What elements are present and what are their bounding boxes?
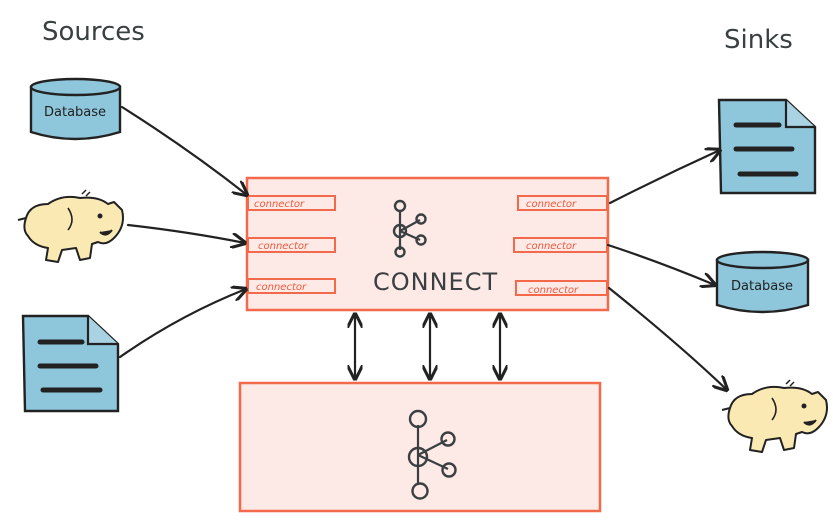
arrow-db-to-connect — [120, 105, 247, 195]
sink-hadoop-elephant-icon — [721, 379, 828, 453]
source-document-icon — [21, 314, 120, 413]
arrow-connect-to-hadoop — [607, 286, 727, 390]
sink-connector-1 — [517, 195, 608, 211]
kafka-cluster-icon — [407, 409, 457, 500]
arrow-doc-to-connect — [118, 289, 246, 359]
connect-title: CONNECT — [373, 268, 498, 296]
source-connector-2-label: connector — [258, 241, 309, 252]
sources-title: Sources — [42, 17, 145, 47]
source-hadoop-elephant-icon — [17, 189, 124, 263]
sink-connector-3 — [515, 280, 608, 296]
source-connector-1 — [247, 195, 336, 211]
sink-connector-3-label: connector — [528, 285, 579, 296]
source-database: Database — [29, 77, 122, 141]
arrow-connect-to-doc — [608, 150, 720, 205]
connect-box: connector connector connector connector … — [245, 176, 610, 312]
sinks-title: Sinks — [724, 25, 793, 55]
arrow-hadoop-to-connect — [126, 223, 245, 243]
source-database-label: Database — [44, 105, 106, 120]
connect-kafka-icon — [392, 199, 427, 258]
source-connector-1-label: connector — [254, 199, 305, 210]
sink-connector-2-label: connector — [526, 241, 577, 252]
source-connector-3-label: connector — [256, 282, 307, 293]
sink-connector-1-label: connector — [526, 199, 577, 210]
arrow-connect-to-db — [606, 243, 715, 285]
kafka-cluster-box — [238, 381, 602, 513]
sink-database: Database — [715, 250, 810, 314]
sink-database-label: Database — [731, 279, 793, 294]
sink-document-icon — [717, 98, 817, 195]
